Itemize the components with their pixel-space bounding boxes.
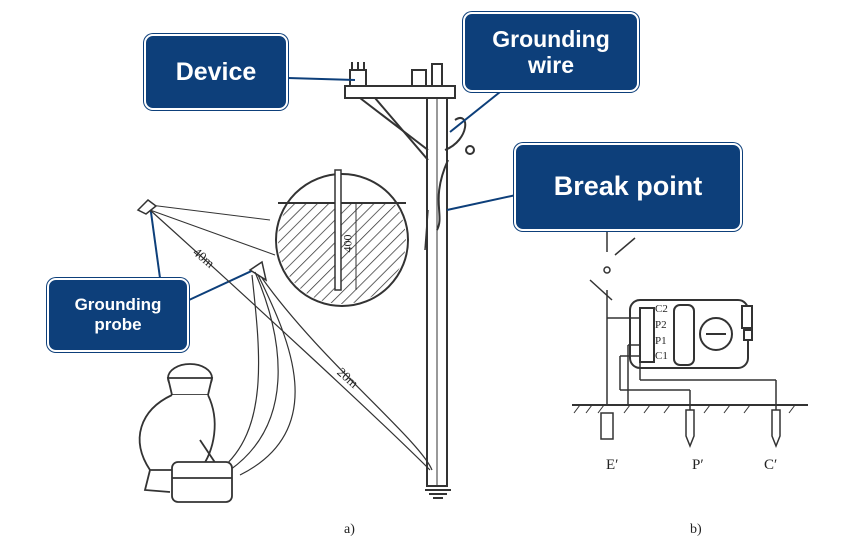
soil-magnifier: [149, 169, 409, 307]
figure-a-label: a): [344, 522, 355, 537]
pole-icon: [344, 62, 475, 499]
terminal-c1: C1: [655, 350, 668, 362]
terminal-c2: C2: [655, 303, 668, 315]
depth-400-label: 400: [340, 234, 355, 253]
grounding-probe-callout: Grounding probe: [47, 278, 189, 352]
terminal-p2: P2: [655, 319, 667, 331]
electrode-e-label: E′: [606, 457, 619, 473]
grounding-wire-callout: Grounding wire: [463, 12, 639, 92]
device-callout: Device: [144, 34, 288, 110]
break-point-callout: Break point: [514, 143, 742, 231]
figure-b-label: b): [690, 522, 702, 537]
person-icon: [138, 363, 233, 503]
meter-icon: [629, 299, 753, 369]
terminal-p1: P1: [655, 335, 667, 347]
electrode-c-label: C′: [764, 457, 778, 473]
electrode-p-label: P′: [692, 457, 704, 473]
